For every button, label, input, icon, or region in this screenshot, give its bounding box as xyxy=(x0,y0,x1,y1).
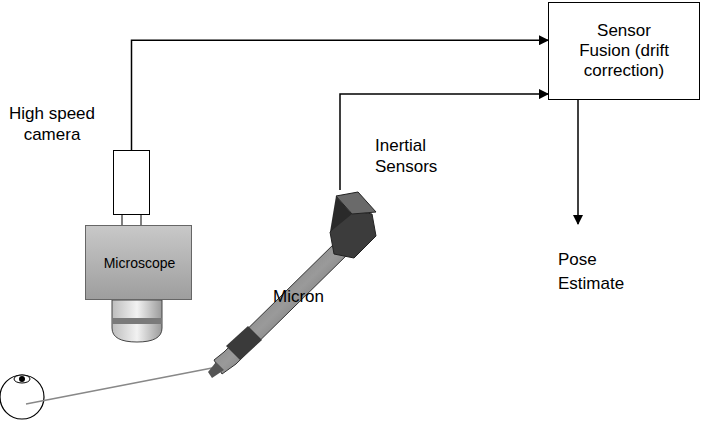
signal-arrow xyxy=(340,94,548,190)
output-label: Pose Estimate xyxy=(558,248,640,296)
instrument-node: Inertial SensorsMicron xyxy=(325,190,375,256)
needle xyxy=(26,368,212,404)
microscope-body: Microscope xyxy=(85,225,192,300)
node-caption: Micron xyxy=(273,286,343,307)
sensor-block-side xyxy=(330,196,352,232)
node-label: Inertial Sensors xyxy=(375,135,455,177)
node-label: High speed camera xyxy=(2,103,102,145)
output-arrow xyxy=(577,100,579,224)
micron-grip xyxy=(226,326,262,360)
process-box: Sensor Fusion (drift correction) xyxy=(548,2,700,100)
micron-body xyxy=(214,240,350,374)
objective-lens xyxy=(112,300,162,342)
objective-ring xyxy=(112,318,162,324)
micron-tip xyxy=(208,362,224,378)
node-label: Microscope xyxy=(88,254,191,272)
camera-box: High speed camera xyxy=(113,150,150,215)
eye-pupil xyxy=(19,376,25,382)
node-label: Sensor Fusion (drift correction) xyxy=(576,21,672,81)
eye-iris xyxy=(14,375,30,383)
eye xyxy=(0,375,44,419)
